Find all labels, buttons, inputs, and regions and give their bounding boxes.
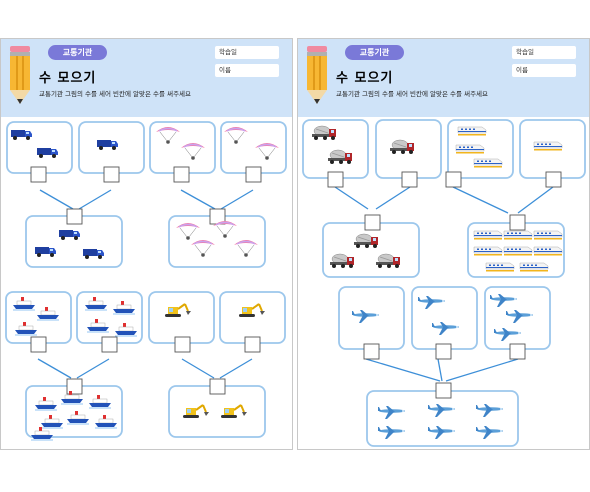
answer-box[interactable] [173,166,190,183]
pencil-icon [10,46,30,104]
train-icon [457,126,487,136]
picture-box [322,222,420,278]
answer-box[interactable] [509,214,526,231]
answer-box[interactable] [66,378,83,395]
train-icon [455,144,485,154]
instruction-text: 교통기관 그림의 수를 세어 빈칸에 알맞은 수를 써주세요 [39,90,192,98]
picture-box [302,119,369,179]
answer-box[interactable] [401,171,418,188]
picture-box [338,286,405,350]
answer-box[interactable] [445,171,462,188]
answer-box[interactable] [327,171,344,188]
problems-area [302,119,586,447]
answer-box[interactable] [363,343,380,360]
pencil-icon [307,46,327,104]
answer-box[interactable] [174,336,191,353]
answer-box[interactable] [101,336,118,353]
header-wave [298,105,589,117]
category-badge: 교통기관 [345,45,404,60]
answer-box[interactable] [30,166,47,183]
name-field[interactable]: 이름 [215,64,279,77]
train-icon [473,246,503,256]
answer-box[interactable] [435,382,452,399]
date-field[interactable]: 학습일 [215,46,279,59]
category-badge: 교통기관 [48,45,107,60]
answer-box[interactable] [364,214,381,231]
picture-box [411,286,478,350]
answer-box[interactable] [244,336,261,353]
train-icon [519,262,549,272]
train-icon [503,246,533,256]
picture-box [219,291,286,344]
answer-box[interactable] [66,208,83,225]
problems-area [5,121,287,441]
picture-box [6,121,73,174]
name-field[interactable]: 이름 [512,64,576,77]
train-icon [473,230,503,240]
picture-box [78,121,145,174]
page-title: 수 모으기 [39,71,97,86]
worksheet-left: 교통기관 수 모으기 교통기관 그림의 수를 세어 빈칸에 알맞은 수를 써주세… [0,38,293,450]
header-wave [1,105,292,117]
train-icon [503,230,533,240]
answer-box[interactable] [209,378,226,395]
answer-box[interactable] [30,336,47,353]
answer-box[interactable] [435,343,452,360]
picture-box [366,390,519,447]
train-icon [533,141,563,151]
instruction-text: 교통기관 그림의 수를 세어 빈칸에 알맞은 수를 써주세요 [336,90,489,98]
train-icon [533,246,563,256]
picture-box [76,291,143,344]
worksheet-right: 교통기관 수 모으기 교통기관 그림의 수를 세어 빈칸에 알맞은 수를 써주세… [297,38,590,450]
train-icon [485,262,515,272]
answer-box[interactable] [103,166,120,183]
date-field[interactable]: 학습일 [512,46,576,59]
picture-box [148,291,215,344]
train-icon [533,230,563,240]
page-title: 수 모으기 [336,71,394,86]
answer-box[interactable] [245,166,262,183]
train-icon [473,158,503,168]
answer-box[interactable] [545,171,562,188]
answer-box[interactable] [509,343,526,360]
